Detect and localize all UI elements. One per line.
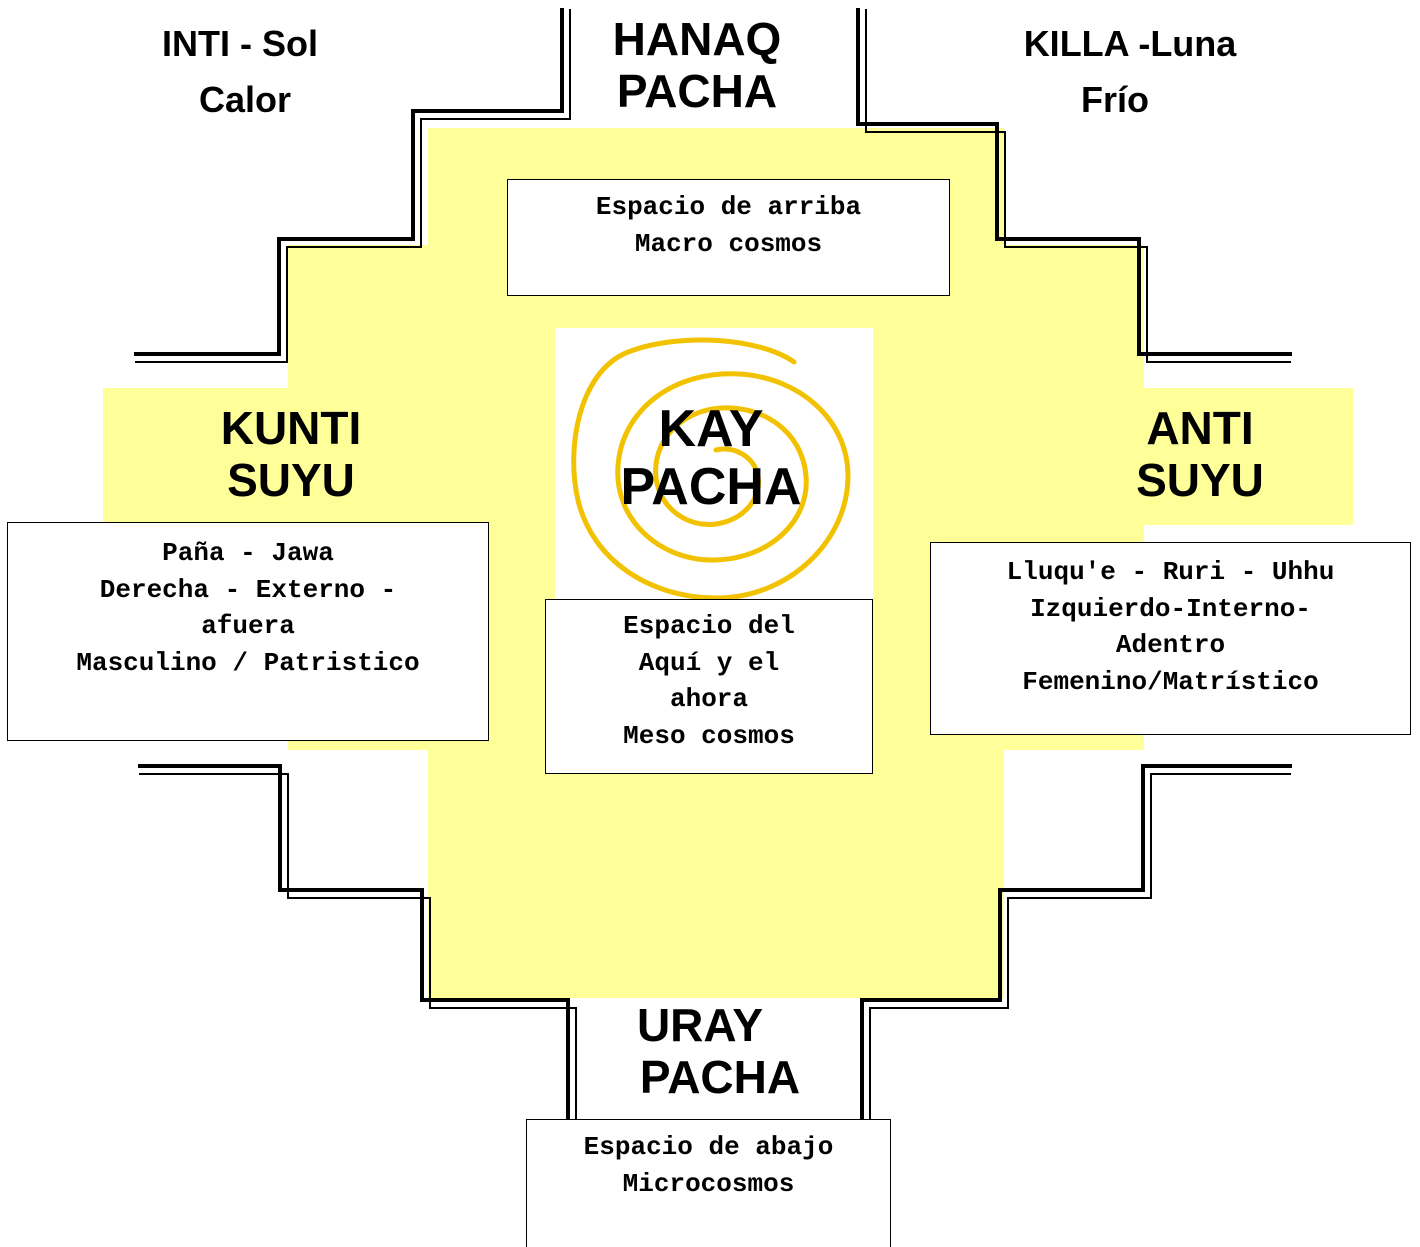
stepped-outline	[134, 8, 1292, 1132]
anti-box-line: Izquierdo-Interno-	[1030, 593, 1311, 624]
killa-luna-line1: KILLA -Luna	[1023, 23, 1237, 64]
kunti-box-line: Paña - Jawa	[162, 538, 334, 568]
kay-box-line: ahora	[669, 684, 748, 714]
hanaq-pacha-line2: PACHA	[616, 64, 778, 117]
kay-pacha-title: KAY PACHA	[586, 400, 836, 516]
uray-box-line: Espacio de abajo	[583, 1132, 834, 1162]
spiral-icon	[571, 337, 851, 601]
kunti-suyu-title: KUNTI SUYU	[176, 402, 406, 506]
hanaq-pacha-box: Espacio de arriba Macro cosmos	[507, 179, 950, 296]
kunti-suyu-line1: KUNTI	[220, 402, 362, 454]
kunti-box-line: afuera	[201, 611, 295, 641]
hanaq-pacha-line1: HANAQ	[612, 13, 782, 65]
anti-suyu-box: Lluqu'e - Ruri - Uhhu Izquierdo-Interno-…	[930, 542, 1411, 735]
anti-box-line: Lluqu'e - Ruri - Uhhu	[1006, 557, 1335, 587]
anti-suyu-title: ANTI SUYU	[1090, 402, 1310, 506]
uray-pacha-line2: PACHA	[639, 1050, 801, 1103]
inti-sol-line2: Calor	[198, 78, 292, 120]
kunti-suyu-line2: SUYU	[227, 453, 355, 506]
uray-box-line: Microcosmos	[622, 1168, 795, 1199]
anti-suyu-line2: SUYU	[1136, 453, 1264, 506]
kay-pacha-line1: KAY	[658, 400, 764, 458]
kunti-box-line: Derecha - Externo -	[99, 574, 397, 605]
inti-sol-line1: INTI - Sol	[162, 23, 318, 64]
killa-luna-label: KILLA -Luna Frío	[980, 16, 1280, 128]
kay-pacha-box: Espacio del Aquí y el ahora Meso cosmos	[545, 599, 873, 774]
hanaq-box-line: Macro cosmos	[634, 228, 823, 259]
anti-box-line: Adentro	[1115, 630, 1226, 660]
anti-suyu-line1: ANTI	[1146, 402, 1254, 454]
uray-pacha-title: URAY PACHA	[600, 999, 840, 1103]
kunti-suyu-box: Paña - Jawa Derecha - Externo - afuera M…	[7, 522, 489, 741]
kay-box-line: Meso cosmos	[623, 720, 795, 751]
uray-pacha-box: Espacio de abajo Microcosmos	[526, 1119, 891, 1247]
hanaq-box-line: Espacio de arriba	[595, 192, 862, 222]
inti-sol-label: INTI - Sol Calor	[100, 16, 380, 128]
uray-pacha-line1: URAY	[636, 999, 764, 1051]
kunti-box-line: Masculino / Patristico	[76, 647, 420, 678]
anti-box-line: Femenino/Matrístico	[1022, 666, 1319, 697]
kay-box-line: Espacio del	[623, 611, 795, 641]
killa-luna-line2: Frío	[1081, 78, 1149, 120]
hanaq-pacha-title: HANAQ PACHA	[582, 13, 812, 117]
kay-pacha-line2: PACHA	[620, 458, 802, 517]
kay-box-line: Aquí y el	[638, 647, 780, 678]
